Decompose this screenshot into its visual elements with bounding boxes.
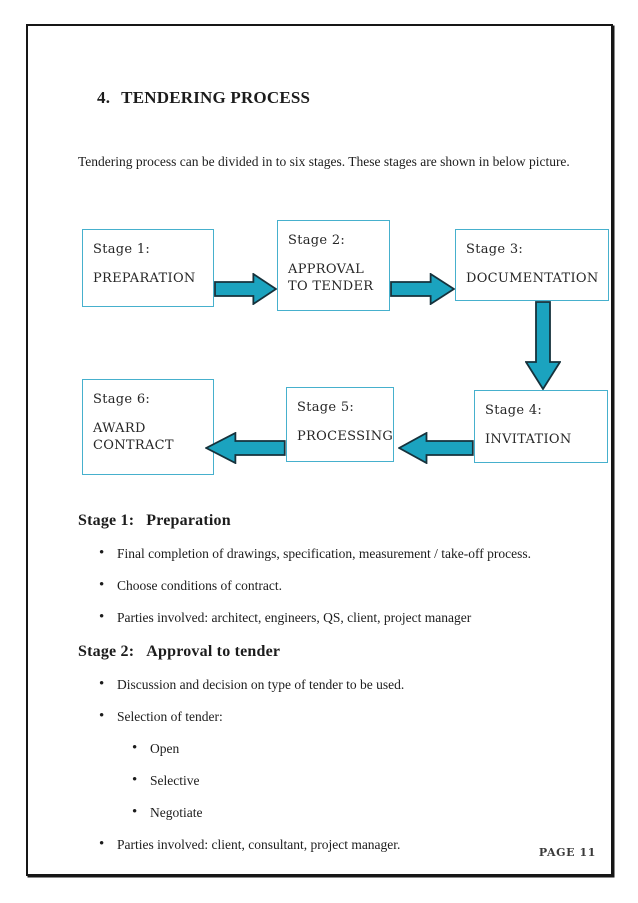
sub-list-item: Negotiate <box>78 803 590 822</box>
stage-name: PROCESSING <box>297 429 394 444</box>
flow-box-stage-6: Stage 6: AWARD CONTRACT <box>82 379 214 475</box>
left-arrow-icon <box>205 432 286 464</box>
stage-name: PREPARATION <box>93 271 196 286</box>
list-item: Parties involved: architect, engineers, … <box>78 608 590 627</box>
stage-name: DOCUMENTATION <box>466 271 599 286</box>
left-arrow-icon <box>398 432 474 464</box>
list-item: Final completion of drawings, specificat… <box>78 544 590 563</box>
right-arrow-icon <box>214 273 277 305</box>
stage-2-bullet-list: Discussion and decision on type of tende… <box>78 675 590 854</box>
stage-1-heading-title: Preparation <box>146 512 231 529</box>
stage-label: Stage 6: <box>93 392 151 407</box>
list-item: Selection of tender: <box>78 707 590 726</box>
stage-label: Stage 2: <box>288 233 346 248</box>
stage-descriptions: Stage 1: Preparation Final completion of … <box>78 510 590 868</box>
stage-2-heading-label: Stage 2: <box>78 643 135 660</box>
stage-label: Stage 4: <box>485 403 543 418</box>
stage-label: Stage 1: <box>93 242 151 257</box>
document-page: 4. TENDERING PROCESS Tendering process ca… <box>26 24 613 876</box>
flow-box-stage-2: Stage 2: APPROVAL TO TENDER <box>277 220 390 311</box>
stage-name: APPROVAL TO TENDER <box>288 262 374 294</box>
page-title: 4. TENDERING PROCESS <box>97 88 310 108</box>
intro-paragraph: Tendering process can be divided in to s… <box>78 154 570 169</box>
stage-1-bullet-list: Final completion of drawings, specificat… <box>78 544 590 627</box>
down-arrow-icon <box>525 301 561 390</box>
section-title-text: TENDERING PROCESS <box>121 88 311 107</box>
page-number: PAGE 11 <box>538 846 596 859</box>
list-item: Parties involved: client, consultant, pr… <box>78 835 590 854</box>
stage-name: AWARD CONTRACT <box>93 421 174 453</box>
stage-label: Stage 3: <box>466 242 524 257</box>
sub-list-item: Selective <box>78 771 590 790</box>
list-item: Choose conditions of contract. <box>78 576 590 595</box>
flow-box-stage-3: Stage 3: DOCUMENTATION <box>455 229 609 301</box>
right-arrow-icon <box>390 273 455 305</box>
list-item: Discussion and decision on type of tende… <box>78 675 590 694</box>
stage-2-heading: Stage 2: Approval to tender <box>78 641 590 662</box>
stage-1-heading-label: Stage 1: <box>78 512 135 529</box>
section-number: 4. <box>97 88 111 107</box>
flow-box-stage-5: Stage 5: PROCESSING <box>286 387 394 462</box>
flow-box-stage-1: Stage 1: PREPARATION <box>82 229 214 307</box>
sub-list-item: Open <box>78 739 590 758</box>
stage-1-heading: Stage 1: Preparation <box>78 510 590 531</box>
stage-name: INVITATION <box>485 432 572 447</box>
stage-label: Stage 5: <box>297 400 355 415</box>
flow-box-stage-4: Stage 4: INVITATION <box>474 390 608 463</box>
stage-2-heading-title: Approval to tender <box>146 643 281 660</box>
